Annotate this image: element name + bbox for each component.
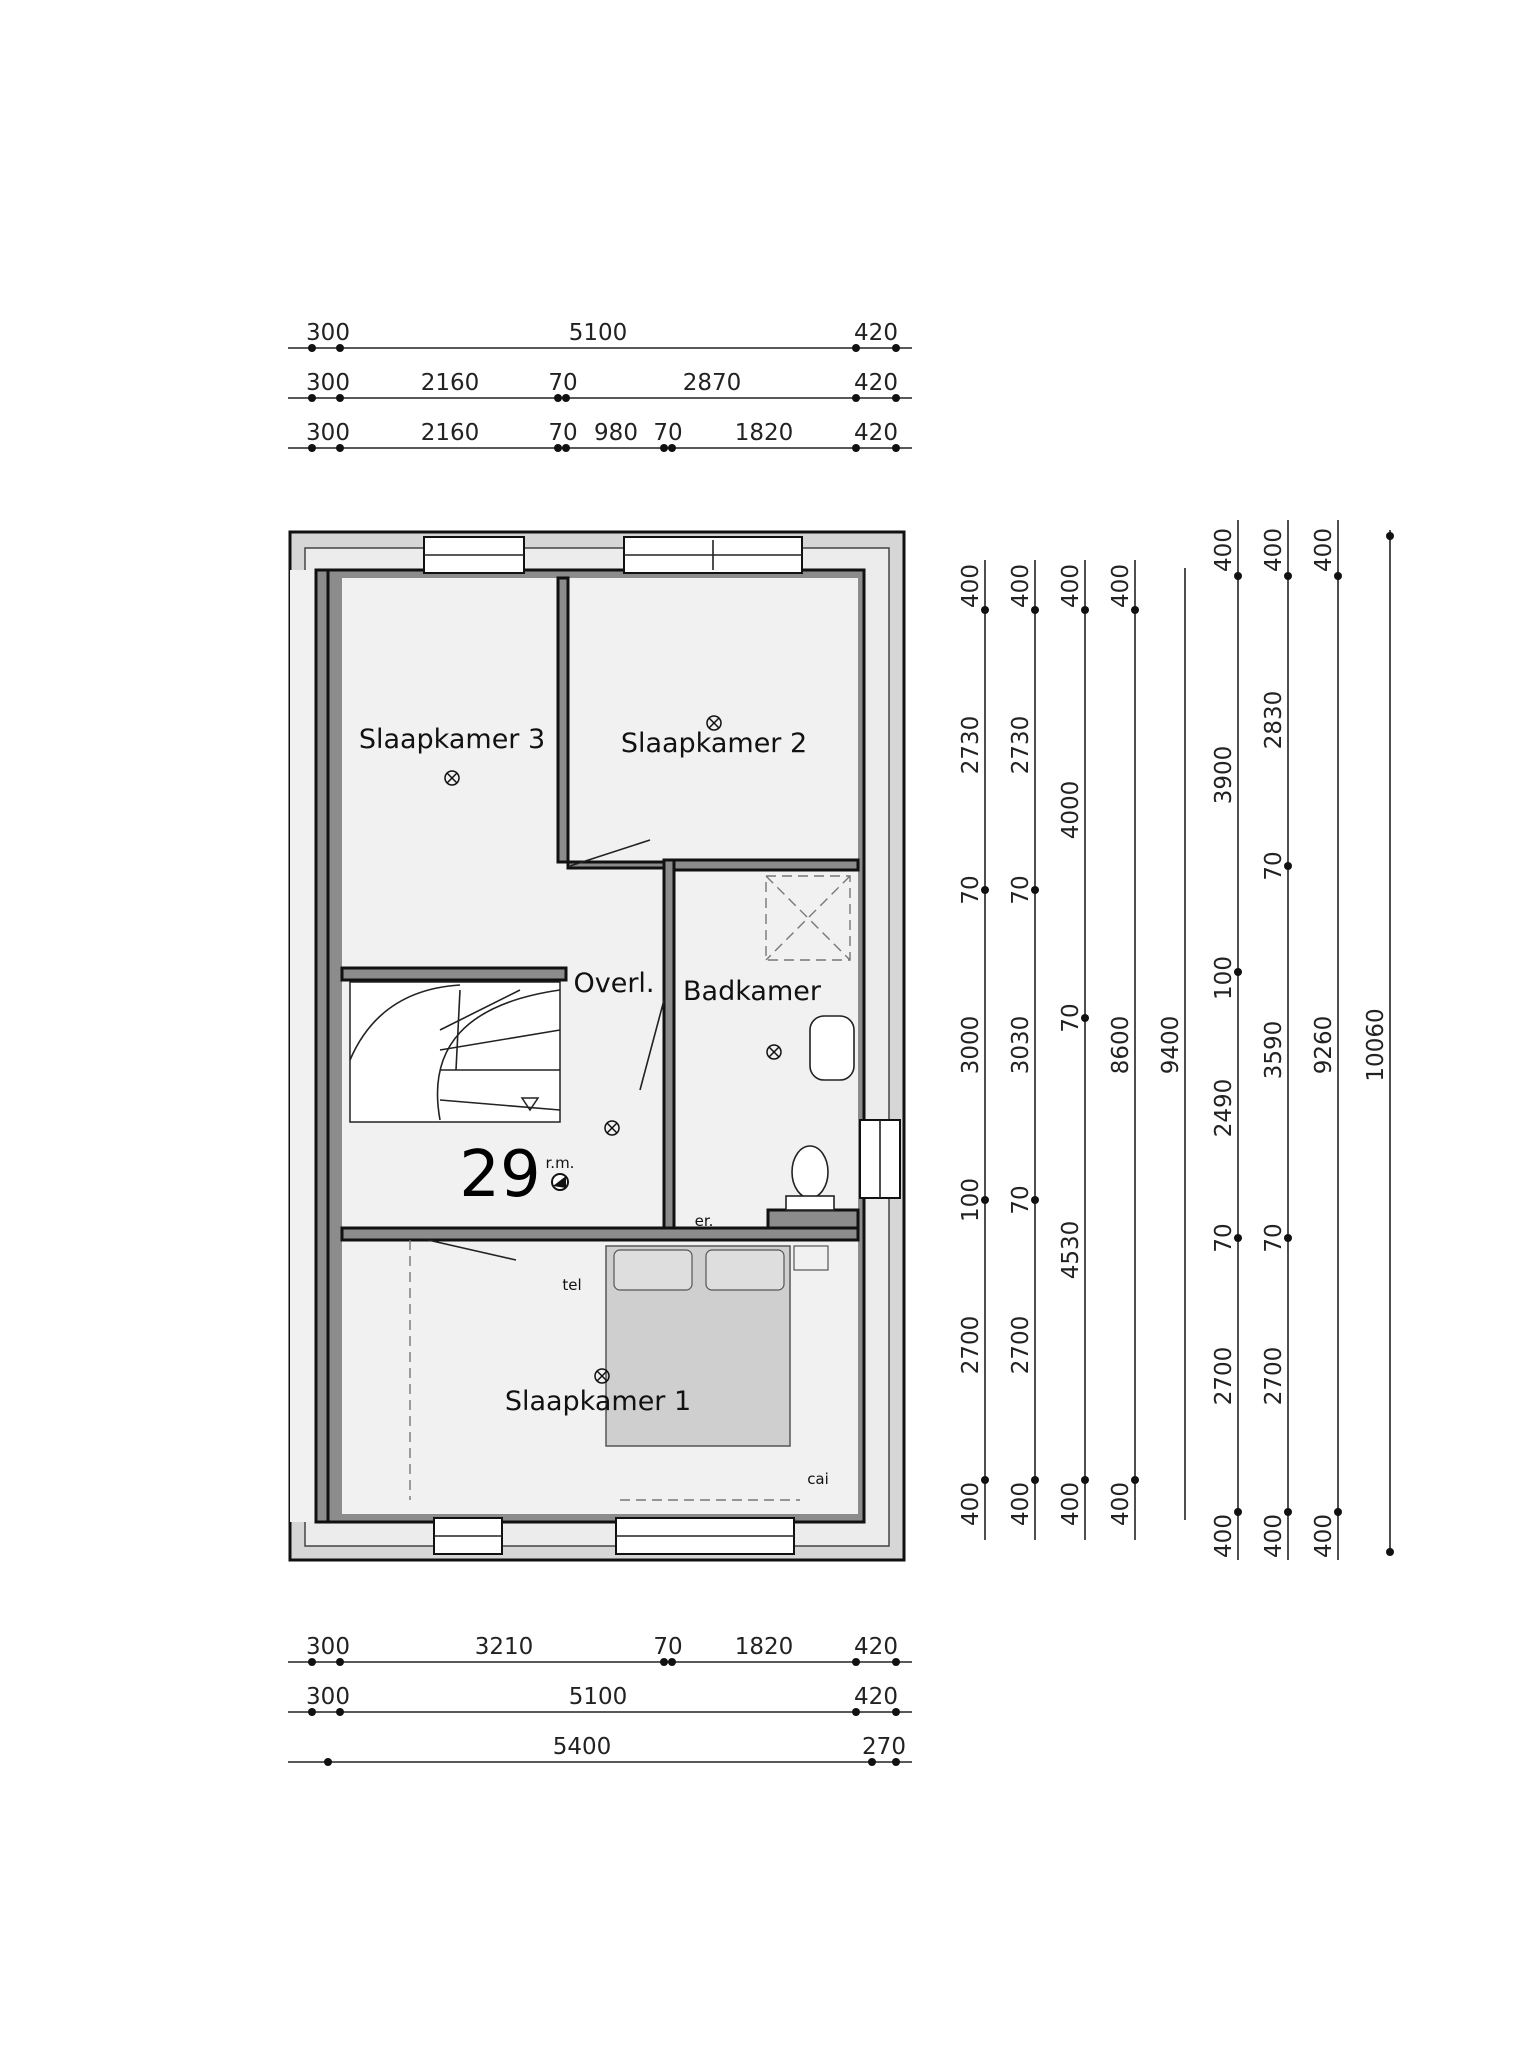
room-label-badkamer: Badkamer	[683, 976, 822, 1007]
dim-right-4-a: 400	[1108, 564, 1134, 608]
dim-right-6-d: 2490	[1211, 1079, 1237, 1138]
dim-top-3-c: 70	[548, 420, 577, 446]
dim-top-3-f: 1820	[735, 420, 794, 446]
dim-top-1-b: 5100	[569, 320, 628, 346]
dim-right-4-c: 400	[1108, 1482, 1134, 1526]
room-label-slaapkamer-2: Slaapkamer 2	[621, 728, 807, 759]
dim-right-7-c: 70	[1261, 851, 1287, 880]
dim-right-1-b: 2730	[958, 716, 984, 775]
dim-right-6-c: 100	[1211, 956, 1237, 1000]
dim-right-4-b: 8600	[1108, 1016, 1134, 1075]
dim-top-3-d: 980	[594, 420, 638, 446]
dim-bottom-1-e: 420	[854, 1634, 898, 1660]
room-label-overloop: Overl.	[573, 968, 654, 999]
dim-right-8-a: 400	[1311, 528, 1337, 572]
dim-top-3-b: 2160	[421, 420, 480, 446]
dim-right-3-b: 4000	[1058, 781, 1084, 840]
dim-right-7-g: 400	[1261, 1514, 1287, 1558]
dim-right-1-f: 2700	[958, 1316, 984, 1375]
stair-step-count: 29	[459, 1138, 540, 1212]
dim-top-3-e: 70	[653, 420, 682, 446]
dim-right-2-a: 400	[1008, 564, 1034, 608]
room-label-slaapkamer-3: Slaapkamer 3	[359, 724, 545, 755]
dim-right-7-b: 2830	[1261, 691, 1287, 750]
dim-right-1-e: 100	[958, 1178, 984, 1222]
dim-bottom-1-a: 300	[306, 1634, 350, 1660]
dim-bottom-3-a: 5400	[553, 1734, 612, 1760]
dim-top-3-a: 300	[306, 420, 350, 446]
dim-top-3-g: 420	[854, 420, 898, 446]
room-label-slaapkamer-1: Slaapkamer 1	[505, 1386, 691, 1417]
dimensions-bottom: 300 3210 70 1820 420 300 5100 420 5400 2…	[288, 1634, 912, 1766]
dim-right-7-e: 70	[1261, 1223, 1287, 1252]
dim-bottom-1-b: 3210	[475, 1634, 534, 1660]
dim-bottom-2-a: 300	[306, 1684, 350, 1710]
dim-right-6-b: 3900	[1211, 746, 1237, 805]
smoke-detector-icon	[551, 1173, 569, 1191]
dim-bottom-1-d: 1820	[735, 1634, 794, 1660]
dim-right-1-g: 400	[958, 1482, 984, 1526]
dim-top-1-a: 300	[306, 320, 350, 346]
dim-right-3-c: 70	[1058, 1003, 1084, 1032]
label-er: er.	[695, 1212, 714, 1230]
dim-right-5-a: 9400	[1158, 1016, 1184, 1075]
dim-right-8-b: 9260	[1311, 1016, 1337, 1075]
dim-right-6-a: 400	[1211, 528, 1237, 572]
label-tel: tel	[562, 1276, 581, 1294]
dim-right-6-e: 70	[1211, 1223, 1237, 1252]
dim-right-3-d: 4530	[1058, 1221, 1084, 1280]
dim-top-2-a: 300	[306, 370, 350, 396]
dim-right-1-a: 400	[958, 564, 984, 608]
dimensions-top: 300 5100 420 300 2160 70 2870 420 300 21…	[288, 320, 912, 452]
building: Slaapkamer 3 Slaapkamer 2 Overl. Badkame…	[288, 530, 906, 1562]
dim-top-1-c: 420	[854, 320, 898, 346]
dim-right-1-d: 3000	[958, 1016, 984, 1075]
dim-right-2-g: 400	[1008, 1482, 1034, 1526]
dim-right-8-c: 400	[1311, 1514, 1337, 1558]
dim-bottom-1-c: 70	[653, 1634, 682, 1660]
dim-top-2-e: 420	[854, 370, 898, 396]
dim-right-7-d: 3590	[1261, 1021, 1287, 1080]
dim-right-2-d: 3030	[1008, 1016, 1034, 1075]
dim-right-9-a: 10060	[1363, 1008, 1389, 1081]
label-cai: cai	[807, 1470, 829, 1488]
dim-bottom-3-b: 270	[862, 1734, 906, 1760]
dimensions-right: 400 2730 70 3000 100 2700 400 400 2730 7…	[958, 520, 1394, 1560]
dim-right-1-c: 70	[958, 875, 984, 904]
dim-top-2-d: 2870	[683, 370, 742, 396]
stair-marker-label: r.m.	[546, 1154, 575, 1172]
dim-right-2-b: 2730	[1008, 716, 1034, 775]
dim-right-6-g: 400	[1211, 1514, 1237, 1558]
dim-right-6-f: 2700	[1211, 1347, 1237, 1406]
dim-bottom-2-c: 420	[854, 1684, 898, 1710]
dim-right-2-e: 70	[1008, 1185, 1034, 1214]
dim-right-2-f: 2700	[1008, 1316, 1034, 1375]
dim-right-7-f: 2700	[1261, 1347, 1287, 1406]
dim-top-2-c: 70	[548, 370, 577, 396]
dim-right-7-a: 400	[1261, 528, 1287, 572]
dim-right-3-e: 400	[1058, 1482, 1084, 1526]
dim-right-3-a: 400	[1058, 564, 1084, 608]
dim-bottom-2-b: 5100	[569, 1684, 628, 1710]
dim-top-2-b: 2160	[421, 370, 480, 396]
dim-right-2-c: 70	[1008, 875, 1034, 904]
